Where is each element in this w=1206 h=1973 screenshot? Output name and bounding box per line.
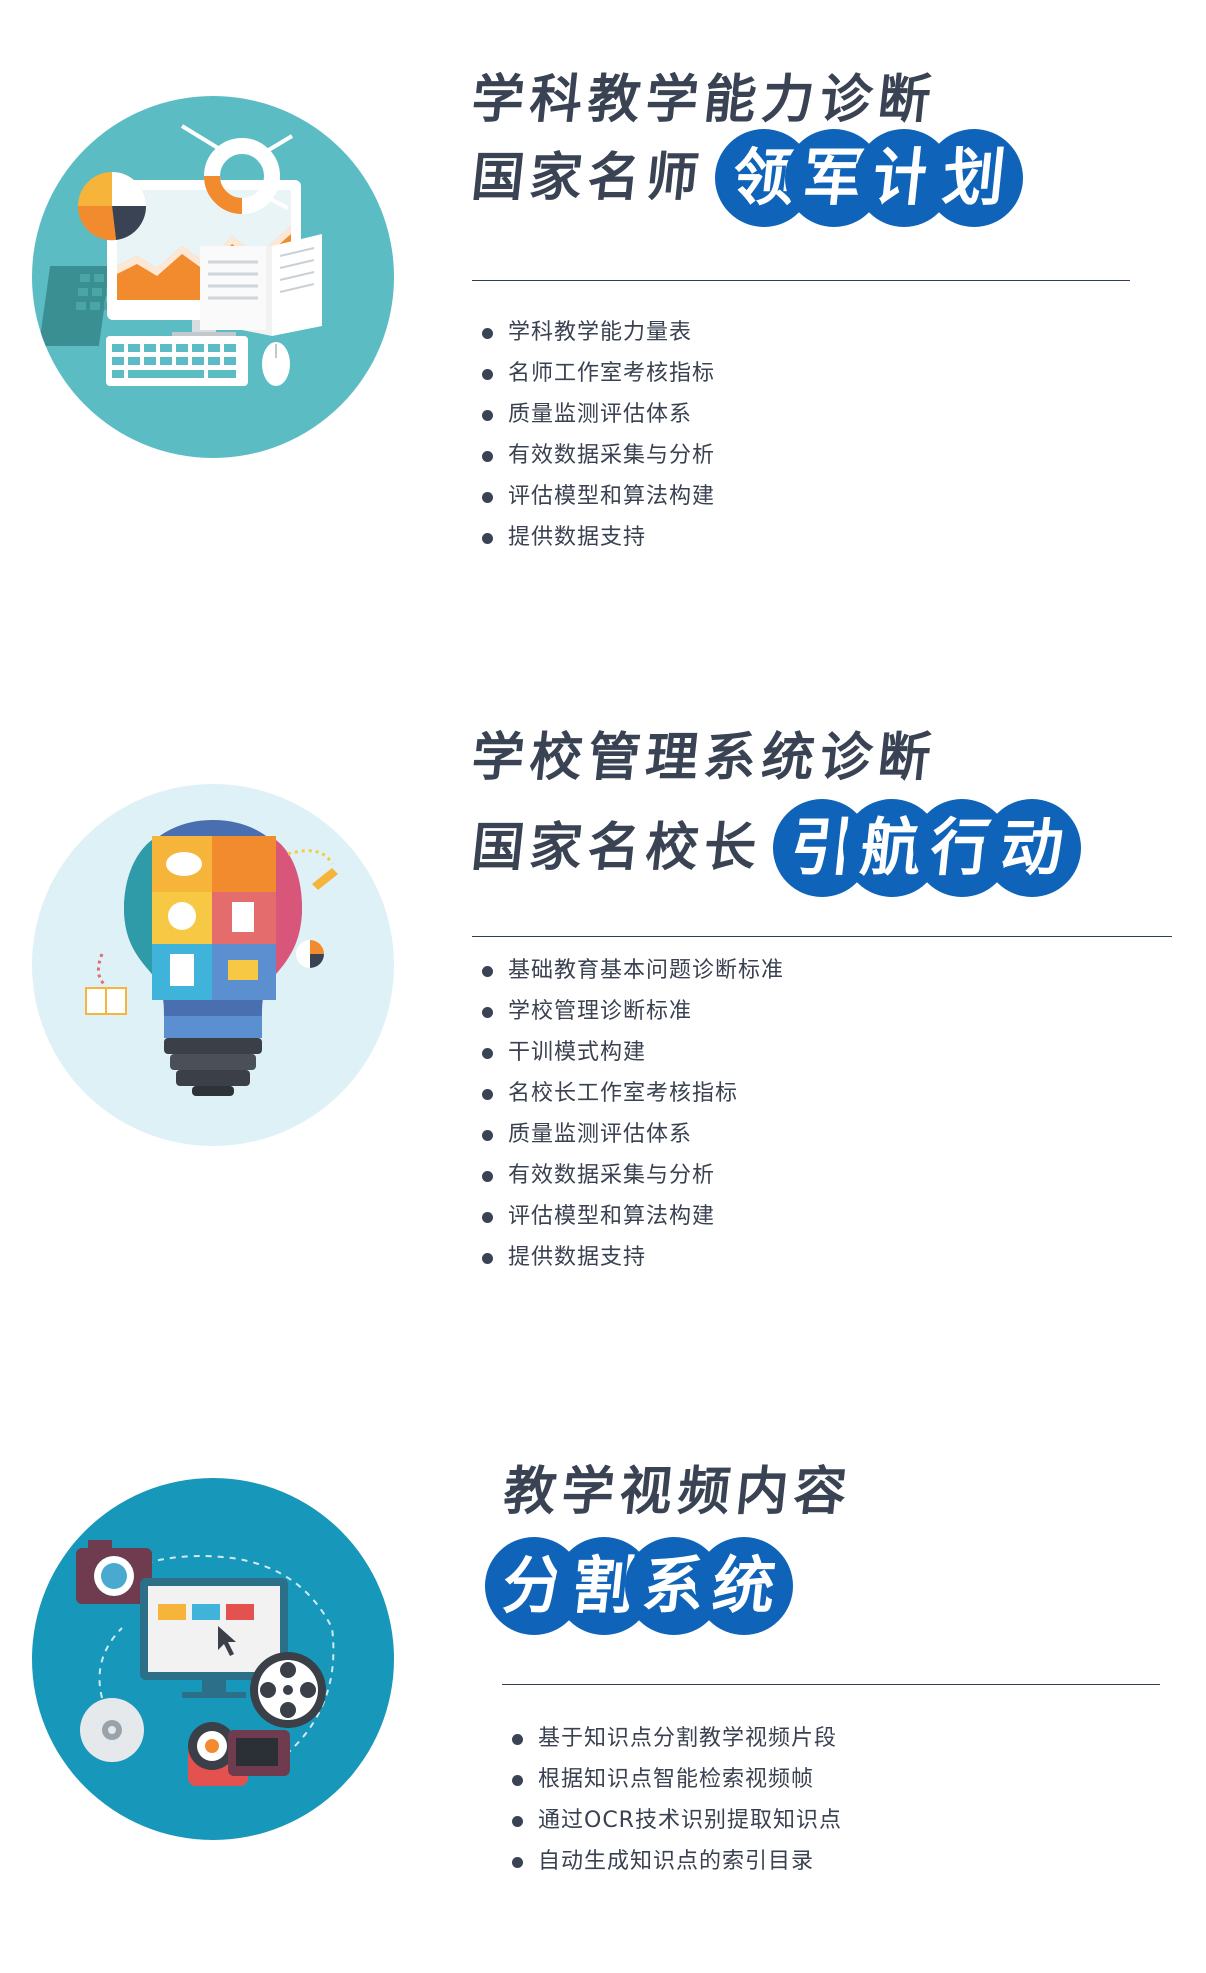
list-item: 有效数据采集与分析 (474, 1155, 784, 1196)
list-item: 通过OCR技术识别提取知识点 (504, 1800, 842, 1841)
bullet-dot-icon (512, 1816, 523, 1827)
bullet-dot-icon (482, 1048, 493, 1059)
list-item: 提供数据支持 (474, 517, 715, 558)
list-item: 质量监测评估体系 (474, 1114, 784, 1155)
list-item: 学科教学能力量表 (474, 312, 715, 353)
list-item: 名师工作室考核指标 (474, 353, 715, 394)
section-title-line1: 教学视频内容 (500, 1462, 856, 1522)
list-item: 基于知识点分割教学视频片段 (504, 1718, 842, 1759)
list-item: 学校管理诊断标准 (474, 991, 784, 1032)
bullet-dot-icon (482, 451, 493, 462)
feature-list: 基于知识点分割教学视频片段 根据知识点智能检索视频帧 通过OCR技术识别提取知识… (504, 1718, 842, 1882)
bullet-dot-icon (482, 1089, 493, 1100)
pill-char: 统 (698, 1540, 790, 1632)
title-lead: 国家名师 (468, 148, 708, 208)
bullet-dot-icon (482, 1212, 493, 1223)
list-item: 有效数据采集与分析 (474, 435, 715, 476)
bullet-dot-icon (482, 369, 493, 380)
list-item: 名校长工作室考核指标 (474, 1073, 784, 1114)
bullet-dot-icon (512, 1734, 523, 1745)
section-title-line2: 分 割 系 统 (488, 1540, 790, 1632)
list-item: 评估模型和算法构建 (474, 476, 715, 517)
bullet-dot-icon (512, 1775, 523, 1786)
list-item: 提供数据支持 (474, 1237, 784, 1278)
bullet-dot-icon (482, 492, 493, 503)
bullet-dot-icon (482, 1130, 493, 1141)
pill-char: 动 (986, 802, 1079, 894)
bullet-dot-icon (482, 533, 493, 544)
feature-list: 学科教学能力量表 名师工作室考核指标 质量监测评估体系 有效数据采集与分析 评估… (474, 312, 715, 558)
bullet-dot-icon (482, 1253, 493, 1264)
bullet-dot-icon (482, 410, 493, 421)
bullet-dot-icon (482, 328, 493, 339)
title-pill: 引 航 行 动 (776, 802, 1079, 894)
title-pill: 分 割 系 统 (488, 1540, 790, 1632)
bullet-dot-icon (482, 1007, 493, 1018)
list-item: 干训模式构建 (474, 1032, 784, 1073)
bullet-dot-icon (482, 966, 493, 977)
bullet-dot-icon (512, 1857, 523, 1868)
lightbulb-puzzle-icon (32, 784, 394, 1146)
list-item: 基础教育基本问题诊断标准 (474, 950, 784, 991)
list-item: 评估模型和算法构建 (474, 1196, 784, 1237)
list-item: 自动生成知识点的索引目录 (504, 1841, 842, 1882)
computer-analytics-icon (32, 96, 394, 458)
video-media-icon (32, 1478, 394, 1840)
section-divider (472, 280, 1130, 281)
section-title-line1: 学校管理系统诊断 (468, 728, 940, 788)
title-lead: 国家名校长 (468, 818, 766, 878)
bullet-dot-icon (482, 1171, 493, 1182)
list-item: 根据知识点智能检索视频帧 (504, 1759, 842, 1800)
list-item: 质量监测评估体系 (474, 394, 715, 435)
section-title-line1: 学科教学能力诊断 (468, 70, 940, 130)
section-title-line2: 国家名师 领 军 计 划 (468, 132, 1021, 224)
feature-list: 基础教育基本问题诊断标准 学校管理诊断标准 干训模式构建 名校长工作室考核指标 … (474, 950, 784, 1278)
pill-char: 划 (928, 132, 1021, 224)
section-divider (502, 1684, 1160, 1685)
section-divider (472, 936, 1172, 937)
section-title-line2: 国家名校长 引 航 行 动 (468, 802, 1079, 894)
title-pill: 领 军 计 划 (718, 132, 1021, 224)
